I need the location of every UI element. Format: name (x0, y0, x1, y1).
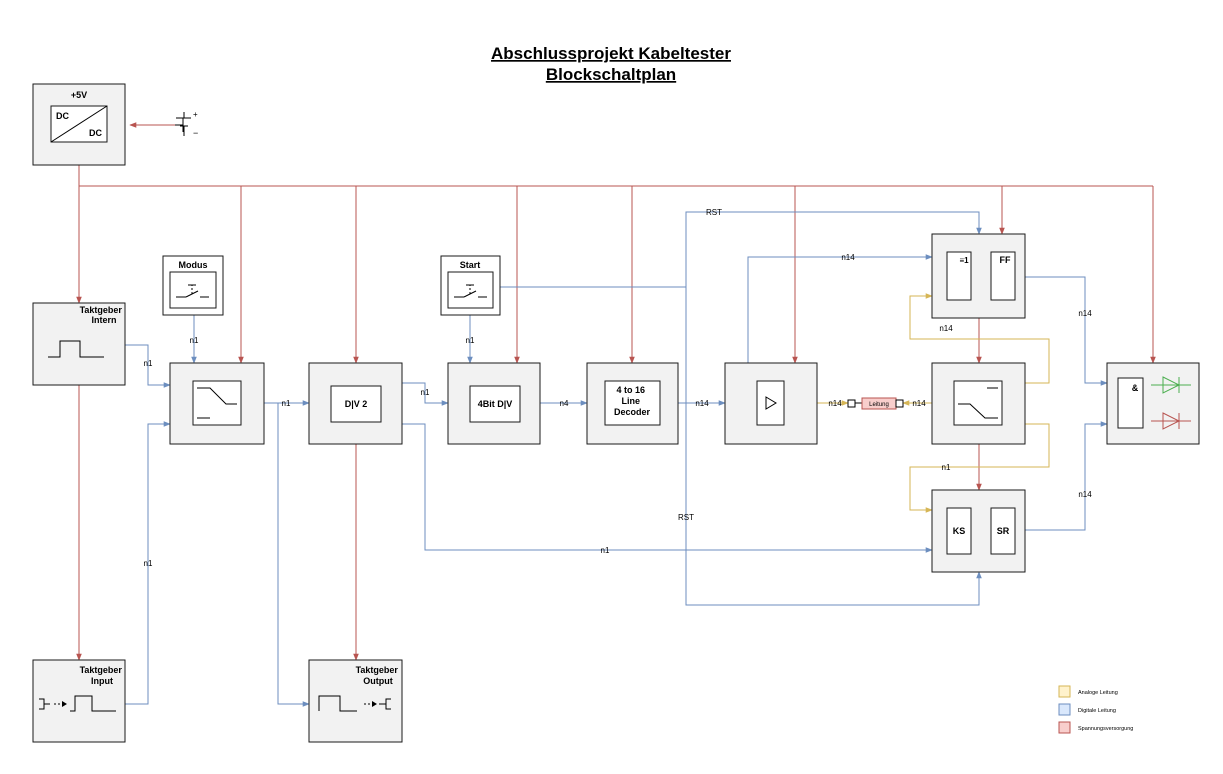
flipflop-label: FF (1000, 255, 1011, 265)
cable-leitung: Leitung (847, 397, 904, 410)
legend-label-power: Spannungsversorgung (1078, 726, 1133, 732)
modus-switch-block[interactable]: Modus (162, 255, 224, 316)
taktgeber-output-block: Taktgeber Output (308, 659, 403, 743)
4bit-div-block: 4Bit D|V (447, 362, 541, 445)
wire-label-n14-and-top: n14 (1078, 309, 1092, 318)
wire-label-n14-buffer: n14 (828, 399, 842, 408)
step-filter-icon (958, 403, 998, 419)
led-diode-icon (1151, 376, 1191, 394)
led-diode-icon (1151, 412, 1191, 430)
wire-label-n1-input: n1 (144, 559, 153, 568)
battery-icon: + − (175, 110, 198, 138)
filter-block-left (169, 362, 265, 445)
filter-block-right (931, 362, 1026, 445)
div2-block: D|V 2 (308, 362, 403, 445)
square-pulse-icon (48, 340, 104, 358)
legend-label-digital: Digitale Leitung (1078, 708, 1116, 714)
taktgeber-output-label-line: Output (363, 676, 393, 686)
start-label: Start (460, 260, 481, 270)
wire-label-n1-intern: n1 (144, 359, 153, 368)
wire-label-n1-filter: n1 (942, 463, 951, 472)
dc-output-label: DC (89, 128, 102, 138)
buffer-triangle-icon (765, 396, 777, 410)
start-switch-block[interactable]: Start (440, 255, 501, 316)
digital-wires (125, 211, 1108, 707)
legend-label-analog: Analoge Leitung (1078, 690, 1118, 696)
decoder-label-line: 4 to 16 (616, 385, 645, 395)
legend-swatch-power (1058, 721, 1071, 734)
legend-swatch-digital (1058, 703, 1071, 716)
or-gate-label: ≡1 (959, 256, 969, 265)
decoder-label-line: Line (621, 396, 640, 406)
title-line-1: Abschlussprojekt Kabeltester (491, 44, 731, 63)
taktgeber-input-block: Taktgeber Input (32, 659, 126, 743)
power-supply-block: +5V DC DC (32, 83, 126, 166)
wire-label-n14-cable: n14 (912, 399, 926, 408)
taktgeber-intern-label-line: Taktgeber (80, 305, 123, 315)
connector-icon (364, 698, 391, 710)
taktgeber-input-label-line: Input (91, 676, 113, 686)
wire-label-n1-bottom: n1 (601, 546, 610, 555)
taktgeber-output-label-line: Taktgeber (356, 665, 399, 675)
decoder-label: 4 to 16 Line Decoder (614, 385, 651, 417)
wire-label-n14-decoder: n14 (695, 399, 709, 408)
ks-label: KS (953, 526, 966, 536)
square-pulse-icon (318, 695, 357, 712)
or-flipflop-block: ≡1 FF (931, 233, 1026, 319)
legend-swatch-analog (1058, 685, 1071, 698)
analog-wires (817, 293, 1050, 513)
dc-input-label: DC (56, 111, 69, 121)
title-line-2: Blockschaltplan (546, 65, 676, 84)
cable-label: Leitung (869, 402, 889, 408)
decoder-block: 4 to 16 Line Decoder (586, 362, 679, 445)
and-gate-label: & (1132, 383, 1139, 393)
step-filter-icon (197, 387, 237, 405)
div2-label: D|V 2 (345, 399, 368, 409)
wire-label-rst-mid: RST (678, 513, 694, 522)
square-pulse-icon (70, 695, 116, 712)
and-led-block: & (1106, 362, 1200, 445)
4bit-div-label: 4Bit D|V (478, 399, 513, 409)
modus-label: Modus (179, 260, 208, 270)
power-supply-label: +5V (71, 90, 87, 100)
ks-sr-block: KS SR (931, 489, 1026, 573)
taktgeber-output-label: Taktgeber Output (356, 665, 401, 686)
taktgeber-intern-block: Taktgeber Intern (32, 302, 126, 386)
wire-label-n14-ff: n14 (939, 324, 953, 333)
taktgeber-intern-label-line: Intern (91, 315, 116, 325)
connector-icon (39, 698, 67, 710)
wire-label-n1-div2-in: n1 (282, 399, 291, 408)
taktgeber-input-label: Taktgeber Input (80, 665, 125, 686)
taktgeber-intern-label: Taktgeber Intern (80, 305, 125, 325)
legend: Analoge Leitung Digitale Leitung Spannun… (1058, 685, 1133, 734)
wire-labels: n1 n1 n1 n1 n1 n1 n4 n14 n14 n14 n14 n14… (144, 208, 1093, 568)
wire-label-n14-top: n14 (841, 253, 855, 262)
wire-label-n1-modus: n1 (190, 336, 199, 345)
svg-text:+: + (193, 110, 198, 119)
svg-text:−: − (193, 128, 198, 138)
sr-label: SR (997, 526, 1010, 536)
decoder-label-line: Decoder (614, 407, 651, 417)
wire-label-n1-bitdiv-in: n1 (421, 388, 430, 397)
wire-label-n14-and-bottom: n14 (1078, 490, 1092, 499)
push-button-switch-icon (176, 284, 209, 298)
taktgeber-input-label-line: Taktgeber (80, 665, 123, 675)
buffer-block (724, 362, 818, 445)
wire-label-n1-start: n1 (466, 336, 475, 345)
wire-label-n4: n4 (560, 399, 569, 408)
wire-label-rst-top: RST (706, 208, 722, 217)
push-button-switch-icon (454, 284, 487, 298)
